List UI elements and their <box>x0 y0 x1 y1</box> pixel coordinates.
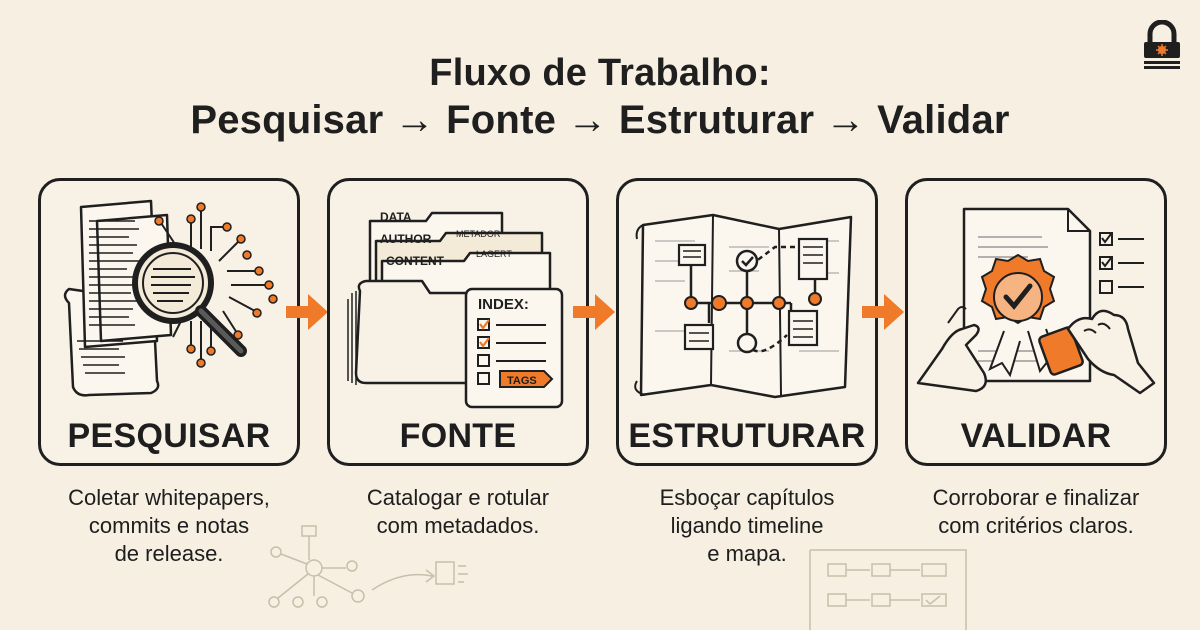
file-folders-icon: DATA AUTHOR CONTENT METADOR LAGERT INDEX… <box>347 210 564 409</box>
caption-line: ligando timeline <box>670 513 824 538</box>
index-heading: INDEX: <box>478 296 529 313</box>
caption-line: de release. <box>114 541 224 566</box>
caption-line: Coletar whitepapers, <box>68 485 270 510</box>
step-title-fonte: FONTE <box>399 417 517 455</box>
network-doodle-icon <box>268 525 468 608</box>
arrow-right-icon <box>573 294 615 330</box>
step-caption-validar: Corroborar e finalizar com critérios cla… <box>905 484 1167 540</box>
arrow-right-icon <box>286 294 328 330</box>
step-title-validar: VALIDAR <box>960 417 1112 455</box>
step-title-estruturar: ESTRUTURAR <box>628 417 866 455</box>
magnifier-documents-icon <box>63 199 278 397</box>
title-line-1: Fluxo de Trabalho: <box>429 52 771 94</box>
step-card-fonte: DATA AUTHOR CONTENT METADOR LAGERT INDEX… <box>327 178 589 466</box>
caption-line: Esboçar capítulos <box>659 485 835 510</box>
map-flowchart-icon <box>634 213 853 399</box>
step-card-estruturar: ESTRUTURAR <box>616 178 878 466</box>
step-caption-estruturar: Esboçar capítulos ligando timeline e map… <box>616 484 878 568</box>
caption-line: Catalogar e rotular <box>366 485 550 510</box>
step-caption-pesquisar: Coletar whitepapers, commits e notas de … <box>38 484 300 568</box>
folder-tab-data: DATA <box>380 210 412 224</box>
step-card-pesquisar: PESQUISAR <box>38 178 300 466</box>
arrow-right-icon <box>862 294 904 330</box>
caption-line: Corroborar e finalizar <box>932 485 1140 510</box>
step-card-validar: VALIDAR <box>905 178 1167 466</box>
caption-line: com critérios claros. <box>938 513 1134 538</box>
folder-tab-author: AUTHOR <box>380 232 432 246</box>
caption-line: com metadados. <box>376 513 540 538</box>
title-line-2: Pesquisar → Fonte → Estruturar → Validar <box>190 98 1010 142</box>
caption-line: e mapa. <box>707 541 787 566</box>
certificate-stamp-icon <box>916 207 1156 395</box>
step-caption-fonte: Catalogar e rotular com metadados. <box>327 484 589 540</box>
checklist-doodle-icon <box>809 549 967 630</box>
folder-tab-metador: METADOR <box>456 229 501 239</box>
folder-tab-content: CONTENT <box>386 254 445 268</box>
padlock-icon <box>1144 20 1180 69</box>
step-title-pesquisar: PESQUISAR <box>67 417 271 455</box>
caption-line: commits e notas <box>88 513 250 538</box>
folder-tab-lagert: LAGERT <box>476 249 512 259</box>
index-tag: TAGS <box>507 375 537 387</box>
